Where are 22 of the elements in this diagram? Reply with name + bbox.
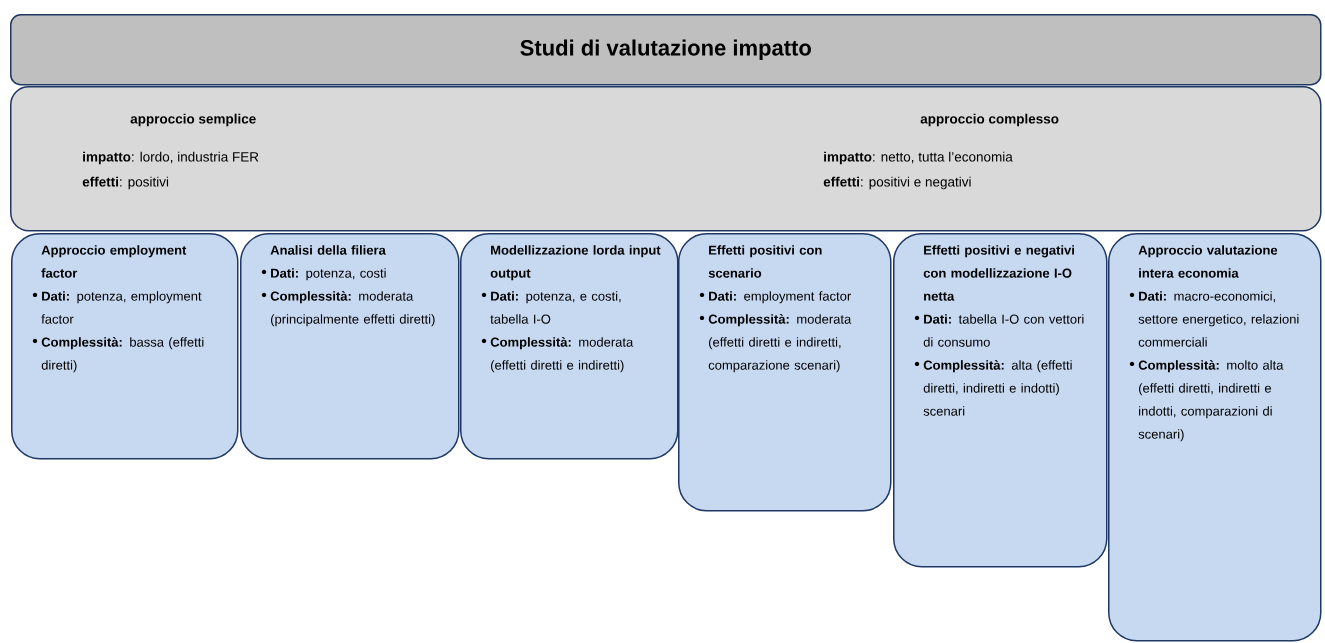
- method-box: [1108, 233, 1322, 642]
- method-box: [11, 233, 239, 460]
- band-heading: approccio semplice: [130, 113, 256, 127]
- bullet-item: Complessità: moderata (effetti diretti e indiretti): [481, 337, 634, 373]
- bullet-item: Complessità: moderata (principalmente effetti diretti): [261, 291, 435, 327]
- band-text: impatto: lordo, industria FER: [83, 151, 259, 165]
- bullet-item: Complessità: alta (effetti diretti, indiretti e indotti) scenari: [914, 360, 1072, 416]
- band-heading: approccio complesso: [920, 113, 1059, 127]
- band-text: effetti: positivi: [82, 176, 169, 190]
- method-box: [893, 233, 1108, 568]
- bullet-item: Dati: potenza, costi: [261, 268, 386, 281]
- method-box: [460, 233, 679, 460]
- bullet-item: Complessità: molto alta (effetti diretti, indiretti e indotti, comparazioni di scenari): [1129, 360, 1284, 442]
- bullet-item: Dati: employment factor: [699, 291, 851, 304]
- method-box: [240, 233, 460, 460]
- bullet-item: Complessità: moderata (effetti diretti e indiretti, comparazione scenari): [699, 314, 852, 373]
- method-box: [678, 233, 892, 512]
- title-box: Studi di valutazione impatto: [10, 14, 1322, 86]
- band-text: effetti: positivi e negativi: [823, 176, 971, 190]
- band-text: impatto: netto, tutta l’economia: [824, 151, 1013, 165]
- box-heading: Analisi della filiera: [270, 245, 386, 255]
- bullet-item: Complessità: bassa (effetti diretti): [32, 337, 204, 373]
